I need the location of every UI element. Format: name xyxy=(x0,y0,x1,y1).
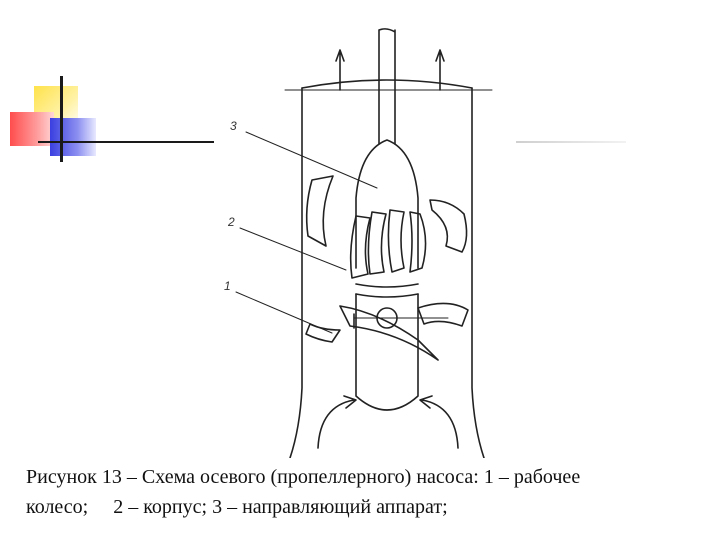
callout-1: 1 xyxy=(224,279,231,293)
caption-line-1: Рисунок 13 – Схема осевого (пропеллерног… xyxy=(26,466,581,488)
leader-3 xyxy=(245,131,378,189)
leader-1 xyxy=(235,291,333,334)
decor-vertical-rule xyxy=(60,76,63,162)
figure-caption: Рисунок 13 – Схема осевого (пропеллерног… xyxy=(26,462,706,522)
guide-hub xyxy=(355,139,419,269)
inflow-arrow-left xyxy=(317,395,357,449)
casing-top-curve xyxy=(301,79,473,89)
leader-2 xyxy=(239,227,347,271)
shaft xyxy=(378,28,396,145)
inflow-arrow-right xyxy=(419,395,459,449)
axial-pump-diagram: 3 2 1 xyxy=(224,28,493,458)
impeller-hub xyxy=(355,293,419,411)
decor-square-blue xyxy=(50,118,96,156)
decor-horizontal-rule-right xyxy=(516,141,626,143)
outflow-arrow-right xyxy=(435,49,445,91)
decor-horizontal-rule-left xyxy=(38,141,214,143)
casing-left-wall xyxy=(289,87,303,458)
impeller-blades xyxy=(305,302,469,361)
decor-square-red xyxy=(10,112,54,146)
guide-vanes xyxy=(305,175,468,279)
outflow-arrow-left xyxy=(335,49,345,91)
hub-band xyxy=(355,283,419,298)
callout-3: 3 xyxy=(230,119,237,133)
casing-right-wall xyxy=(471,87,485,458)
callout-2: 2 xyxy=(227,215,235,229)
caption-line-2: колесо; 2 – корпус; 3 – направляющий апп… xyxy=(26,496,448,518)
